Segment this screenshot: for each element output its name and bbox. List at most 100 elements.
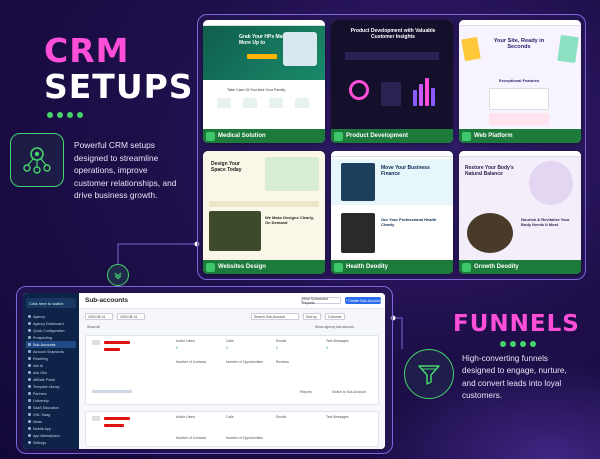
card-section: Take Care Of You And Your Family — [227, 88, 286, 92]
sidebar-item-icon — [28, 385, 31, 388]
show-all-filter[interactable]: Show all — [87, 325, 100, 329]
reports-link[interactable]: Reports — [300, 390, 312, 394]
account-card[interactable]: Active Users Calls Emails Text Messages … — [85, 335, 379, 405]
sidebar-item[interactable]: Prospecting — [26, 334, 76, 341]
sidebar-item[interactable]: Affiliate Portal — [26, 376, 76, 383]
sidebar-item[interactable]: Account Snapshots — [26, 348, 76, 355]
view-scheduled-reports-button[interactable]: View Scheduled Reports — [301, 297, 341, 305]
sidebar-item-icon — [28, 420, 31, 423]
view-toggle[interactable]: Columns — [325, 313, 345, 320]
sidebar-item-icon — [28, 336, 31, 339]
sidebar-item[interactable]: Partners — [26, 390, 76, 397]
sidebar-item-label: Mobile App — [33, 426, 51, 431]
template-card-medical[interactable]: Grab Your HPs Make More Up to Take Care … — [203, 20, 325, 143]
template-card-product-development[interactable]: Product Development with Valuable Custom… — [331, 20, 453, 143]
sidebar-item[interactable]: Reselling — [26, 355, 76, 362]
create-sub-account-button[interactable]: + Create Sub-Account — [345, 297, 381, 304]
sidebar-item[interactable]: Quick Configuration — [26, 327, 76, 334]
sidebar-item-label: Prospecting — [33, 335, 52, 340]
sidebar-item-icon — [28, 434, 31, 437]
card-label-bar: Websites Design — [203, 260, 325, 274]
sidebar-item-icon — [28, 364, 31, 367]
template-thumbnail: Your Site, Ready in Seconds Exceptional … — [459, 20, 581, 130]
card-section: Nourish & Revitalize Your Body Needs It … — [521, 217, 570, 227]
sidebar-item[interactable]: GHL Swag — [26, 411, 76, 418]
funnels-description: High-converting funnels designed to enga… — [462, 354, 567, 401]
card-label: Medical Solution — [218, 133, 266, 139]
col-text-messages: Text Messages — [326, 339, 349, 343]
col-active-users: Active Users — [176, 339, 196, 343]
main-header: Sub-accounts View Scheduled Reports + Cr… — [79, 293, 385, 309]
sidebar-item[interactable]: Settings — [26, 439, 76, 446]
redacted-name — [104, 417, 130, 420]
sidebar-item-label: GHL Swag — [33, 412, 51, 417]
decorative-dots — [500, 341, 536, 347]
sidebar-item-label: Settings — [33, 440, 46, 445]
template-thumbnail: Move Your Business Finance Our Your Prof… — [331, 151, 453, 261]
template-icon — [206, 131, 215, 141]
label-opportunities: Number of Opportunities — [226, 360, 263, 364]
template-icon — [206, 262, 215, 272]
sidebar-item[interactable]: App Marketplace — [26, 432, 76, 439]
col-calls: Calls — [226, 415, 234, 419]
sidebar-item-label: Account Snapshots — [33, 349, 64, 354]
setups-title: SETUPS — [44, 67, 194, 106]
sidebar-item[interactable]: Mobile App — [26, 425, 76, 432]
date-to-field[interactable]: 2024-08-31 — [117, 313, 145, 320]
sidebar-item-label: App Marketplace — [33, 433, 60, 438]
sidebar-item-label: Affiliate Portal — [33, 377, 56, 382]
value-text-messages: 0 — [326, 346, 328, 350]
sidebar-item[interactable]: Agency Dashboard — [26, 320, 76, 327]
card-label-bar: Product Development — [331, 129, 453, 143]
col-emails: Emails — [276, 415, 287, 419]
template-icon — [334, 262, 343, 272]
template-thumbnail: Product Development with Valuable Custom… — [331, 20, 453, 130]
compare-checkbox[interactable]: Show agency last amount — [315, 325, 354, 329]
search-input[interactable]: Search Sub-Account — [251, 313, 299, 320]
date-from-field[interactable]: 2024-08-01 — [85, 313, 113, 320]
template-card-web-platform[interactable]: Your Site, Ready in Seconds Exceptional … — [459, 20, 581, 143]
template-card-health[interactable]: Move Your Business Finance Our Your Prof… — [331, 151, 453, 274]
label-opportunities: Number of Opportunities — [226, 436, 263, 440]
template-card-websites-design[interactable]: Design Your Space Today We Make Designs … — [203, 151, 325, 274]
sidebar-item[interactable]: Template Library — [26, 383, 76, 390]
sidebar-item-icon — [28, 357, 31, 360]
location-switcher[interactable]: Click here to switch — [26, 298, 76, 308]
template-thumbnail: Grab Your HPs Make More Up to Take Care … — [203, 20, 325, 130]
sidebar-item[interactable]: SaaS Education — [26, 404, 76, 411]
sort-by-select[interactable]: Sort by — [303, 313, 321, 320]
sidebar-item-label: Ads Gen — [33, 370, 47, 375]
redacted-name — [104, 341, 130, 344]
sidebar-item-label: Sub-Accounts — [33, 342, 56, 347]
sidebar-item[interactable]: Sub-Accounts — [26, 341, 76, 348]
template-icon — [462, 131, 471, 141]
card-label-bar: Growth Deodity — [459, 260, 581, 274]
label-contacts: Number of Contacts — [176, 436, 207, 440]
card-label: Web Platform — [474, 133, 513, 139]
sidebar-item[interactable]: Ask AI — [26, 362, 76, 369]
template-thumbnail: Restore Your Body's Natural Balance Nour… — [459, 151, 581, 261]
sidebar-item-icon — [28, 315, 31, 318]
label-reviews: Reviews — [276, 360, 289, 364]
sidebar-item-icon — [28, 371, 31, 374]
template-thumbnail: Design Your Space Today We Make Designs … — [203, 151, 325, 261]
card-headline: Product Development with Valuable Custom… — [350, 28, 436, 40]
value-active-users: 0 — [176, 346, 178, 350]
switch-to-sub-account-link[interactable]: Switch to Sub-Account — [332, 390, 367, 394]
sidebar-item[interactable]: Ideas — [26, 418, 76, 425]
redacted-address — [104, 348, 120, 351]
template-card-growth[interactable]: Restore Your Body's Natural Balance Nour… — [459, 151, 581, 274]
sidebar-item-label: University — [33, 398, 49, 403]
sidebar-item[interactable]: Agency — [26, 313, 76, 320]
sidebar-item[interactable]: University — [26, 397, 76, 404]
sidebar-item[interactable]: Ads Gen — [26, 369, 76, 376]
sidebar-item-icon — [28, 399, 31, 402]
decorative-dots — [47, 112, 83, 118]
card-label: Websites Design — [218, 264, 266, 270]
sidebar-item-icon — [28, 406, 31, 409]
account-card[interactable]: Active Users Calls Emails Text Messages … — [85, 411, 379, 447]
card-headline: Move Your Business Finance — [381, 165, 430, 177]
label-contacts: Number of Contacts — [176, 360, 207, 364]
